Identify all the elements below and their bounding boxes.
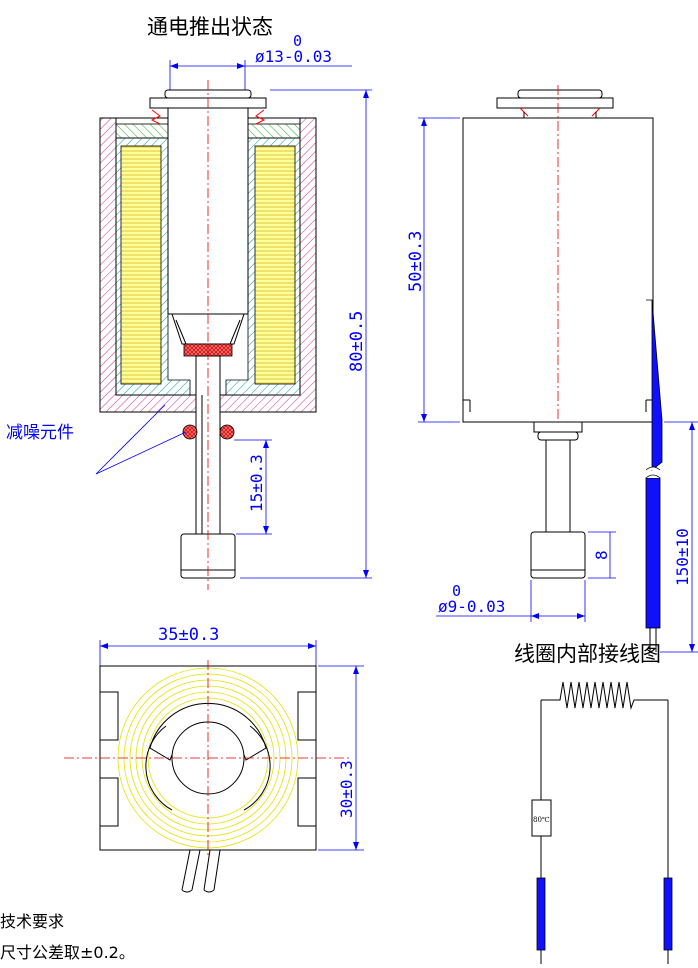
wiring-diagram: 线圈内部接线图 80℃ [514, 642, 673, 964]
thermal-fuse-label: 80℃ [533, 816, 550, 824]
noise-element-label: 减噪元件 [6, 423, 74, 443]
width-dimension: 35±0.3 [99, 625, 317, 692]
title-energized: 通电推出状态 [147, 15, 273, 39]
tolerance-note: 尺寸公差取±0.2。 [0, 943, 135, 962]
depth-dimension: 30±0.3 [318, 665, 364, 851]
top-cap-left [115, 123, 169, 139]
side-lead-wire [646, 299, 663, 471]
wiring-title: 线圈内部接线图 [514, 642, 661, 666]
noise-element-callout: 减噪元件 [6, 404, 187, 475]
head-height-dimension: 8 [588, 531, 616, 579]
lead-left [536, 877, 546, 951]
rod-dia-label: ø9-0.03 [438, 597, 505, 616]
head-height-label: 8 [592, 550, 611, 560]
section-view: 通电推出状态 0 ø13-0.03 [6, 15, 372, 590]
shaft-dia-label: ø13-0.03 [255, 47, 332, 66]
shaft-diameter-dimension: 0 ø13-0.03 [169, 32, 352, 95]
tech-req-heading: 技术要求 [0, 912, 64, 931]
top-view: 35±0.3 30±0.3 [64, 625, 364, 893]
body-height-dimension: 50±0.3 [406, 117, 460, 423]
technical-notes: 技术要求 尺寸公差取±0.2。 [0, 912, 135, 962]
coil-symbol [541, 681, 668, 710]
lead-length-dimension: 150±10 [660, 421, 698, 653]
stroke-label: 15±0.3 [247, 454, 266, 512]
lead-length-label: 150±10 [673, 528, 692, 586]
damper-ring-left [182, 424, 198, 440]
total-length-dimension: 80±0.5 [240, 89, 372, 579]
width-label: 35±0.3 [158, 625, 219, 645]
shaft-dia-tolerance: 0 [293, 32, 302, 50]
rod-dia-tolerance: 0 [452, 582, 461, 600]
side-rod-head [530, 531, 586, 579]
depth-label: 30±0.3 [337, 760, 356, 818]
damper-ring-right [219, 424, 235, 440]
lead-right [663, 877, 673, 951]
coil-right [254, 145, 296, 385]
rod-diameter-dimension: 0 ø9-0.03 [436, 580, 586, 622]
side-view: 50±0.3 8 0 ø9-0.03 150±10 [406, 85, 698, 653]
total-length-label: 80±0.5 [347, 311, 367, 372]
body-height-label: 50±0.3 [406, 231, 426, 292]
coil-left [120, 145, 162, 385]
stroke-dimension: 15±0.3 [234, 439, 272, 535]
side-rod [545, 439, 571, 533]
top-cap-right [247, 123, 301, 139]
